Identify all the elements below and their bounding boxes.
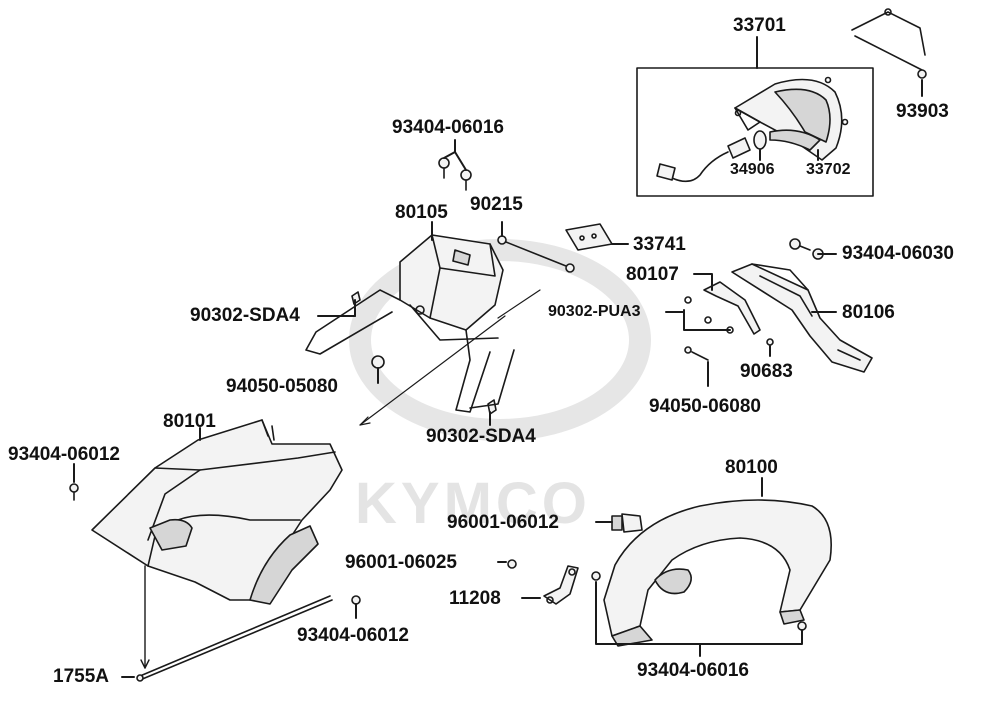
label-90302-sda4-bottom: 90302-SDA4 — [426, 426, 536, 447]
label-90683: 90683 — [740, 361, 793, 382]
kymco-watermark: KYMCO — [355, 471, 591, 536]
clip-sda4-bottom-part — [469, 349, 515, 426]
nut-94050-06080-part — [684, 346, 709, 387]
label-90302-pua3: 90302-PUA3 — [548, 303, 641, 320]
label-93404-06012-left: 93404-06012 — [8, 444, 120, 465]
bolt-pair-top-part — [438, 157, 472, 191]
label-96001-06025: 96001-06025 — [345, 552, 457, 573]
clip-sda4-left-part — [351, 291, 361, 317]
bolt-06012-left-part — [69, 483, 79, 501]
label-33741: 33741 — [633, 234, 686, 255]
tray-80101-part — [91, 419, 343, 605]
plate-33741-part — [565, 223, 613, 251]
label-94050-05080: 94050-05080 — [226, 376, 338, 397]
bracket-11208-part — [543, 565, 579, 605]
wire-1755A-part — [136, 595, 333, 682]
label-80100: 80100 — [725, 457, 778, 478]
label-96001-06012: 96001-06012 — [447, 512, 559, 533]
taillight-inset-box — [636, 67, 874, 197]
bolt-96001-06012-part — [611, 513, 643, 533]
taillight-assembly-part — [734, 76, 849, 161]
nut-94050-05080-part — [371, 355, 385, 384]
harness-93903-part — [851, 8, 927, 79]
screw-90683-part — [766, 338, 774, 357]
label-90215: 90215 — [470, 194, 523, 215]
label-93404-06030: 93404-06030 — [842, 243, 954, 264]
reflector-mount-80106-part — [731, 263, 873, 373]
bolt-96001-06025-part — [497, 559, 517, 569]
label-93404-06012-bottom: 93404-06012 — [297, 625, 409, 646]
label-94050-06080: 94050-06080 — [649, 396, 761, 417]
label-33702: 33702 — [806, 161, 851, 178]
label-93404-06016-bottom: 93404-06016 — [637, 660, 749, 681]
lens-strip-part — [769, 129, 821, 151]
label-80105: 80105 — [395, 202, 448, 223]
bolt-06012-bottom-part — [351, 595, 361, 619]
label-1755A: 1755A — [53, 666, 109, 687]
bolt-06030-part — [789, 238, 824, 260]
fender-80100-part — [603, 499, 832, 647]
label-80106: 80106 — [842, 302, 895, 323]
label-11208: 11208 — [449, 588, 501, 609]
bulb-part — [753, 130, 767, 161]
license-bracket-part — [305, 234, 504, 413]
washer-90215-part — [497, 235, 575, 273]
label-93903: 93903 — [896, 101, 949, 122]
label-33701: 33701 — [733, 15, 786, 36]
watermark-logo-ring — [349, 239, 651, 441]
socket-wire-part — [656, 137, 751, 183]
label-80101: 80101 — [163, 411, 216, 432]
label-80107: 80107 — [626, 264, 679, 285]
label-90302-sda4-left: 90302-SDA4 — [190, 305, 300, 326]
label-93404-06016-top: 93404-06016 — [392, 117, 504, 138]
label-34906: 34906 — [730, 161, 775, 178]
bracket-80107-part — [684, 281, 761, 335]
